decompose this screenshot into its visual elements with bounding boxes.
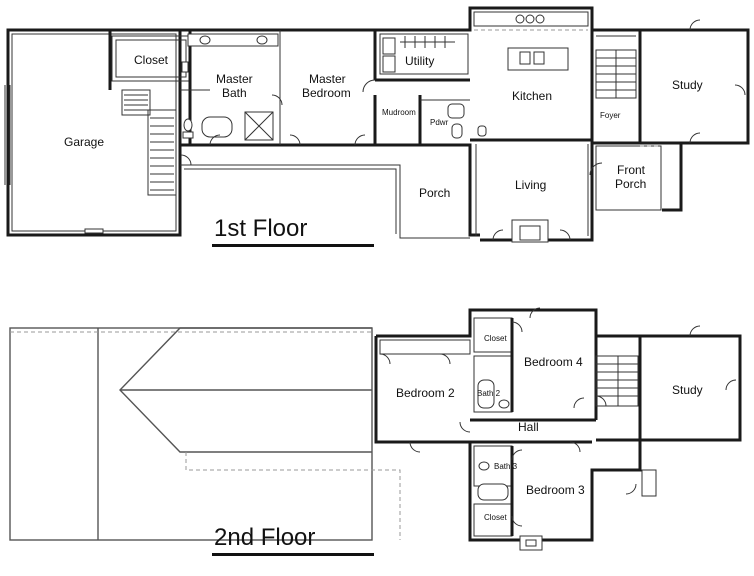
room-label-hall: Hall bbox=[518, 420, 539, 434]
second-floor-stairs bbox=[595, 355, 639, 407]
kitchen-fixtures bbox=[473, 11, 589, 71]
door-swings-first bbox=[180, 19, 746, 241]
second-floor-interior bbox=[379, 317, 543, 551]
room-label-master-bedroom-line1: Master bbox=[309, 72, 346, 86]
room-label-bath-3: Bath 3 bbox=[494, 462, 518, 471]
door-swings-second bbox=[379, 307, 737, 527]
roof-outline bbox=[9, 327, 401, 541]
room-label-living: Living bbox=[515, 178, 546, 192]
room-label-master-bath-line1: Master bbox=[216, 72, 253, 86]
interior-walls-first bbox=[373, 30, 487, 145]
second-floor-title: 2nd Floor bbox=[214, 524, 315, 551]
room-label-foyer: Foyer bbox=[600, 111, 621, 120]
front-porch-outline bbox=[595, 145, 662, 211]
room-label-study-second: Study bbox=[672, 383, 703, 397]
room-label-closet-top: Closet bbox=[484, 334, 507, 343]
room-label-porch: Porch bbox=[419, 186, 450, 200]
room-label-study-first: Study bbox=[672, 78, 703, 92]
room-label-garage: Garage bbox=[64, 135, 104, 149]
first-floor-plan: Garage Closet Master Bath Master Bedroom… bbox=[4, 6, 750, 247]
foyer-stairs bbox=[595, 35, 637, 99]
room-label-front-porch-line2: Porch bbox=[615, 177, 646, 191]
porch-outline bbox=[180, 164, 470, 239]
living-fixtures bbox=[475, 144, 589, 243]
room-label-front-porch-line1: Front bbox=[617, 163, 646, 177]
room-label-bedroom-2: Bedroom 2 bbox=[396, 386, 455, 400]
room-label-closet: Closet bbox=[134, 53, 169, 67]
first-floor-title: 1st Floor bbox=[214, 215, 307, 242]
room-label-bedroom-3: Bedroom 3 bbox=[526, 483, 585, 497]
second-floor-plan: Closet Bedroom 4 Bath 2 Bedroom 2 Study … bbox=[9, 307, 742, 556]
room-label-pdwr: Pdwr bbox=[430, 118, 449, 127]
room-label-master-bedroom-line2: Bedroom bbox=[302, 86, 351, 100]
master-bath-fixtures bbox=[180, 30, 281, 145]
room-label-bedroom-4: Bedroom 4 bbox=[524, 355, 583, 369]
room-label-master-bath-line2: Bath bbox=[222, 86, 247, 100]
first-floor-title-underline bbox=[212, 244, 374, 247]
room-label-mudroom: Mudroom bbox=[382, 108, 416, 117]
second-floor-title-underline bbox=[212, 553, 374, 556]
room-label-closet-bottom: Closet bbox=[484, 513, 507, 522]
room-label-utility: Utility bbox=[405, 54, 434, 68]
room-label-bath-2: Bath 2 bbox=[477, 389, 501, 398]
garage-stairs bbox=[121, 89, 177, 196]
room-label-kitchen: Kitchen bbox=[512, 89, 552, 103]
second-floor-walls bbox=[374, 308, 742, 542]
main-house-walls bbox=[108, 6, 750, 242]
